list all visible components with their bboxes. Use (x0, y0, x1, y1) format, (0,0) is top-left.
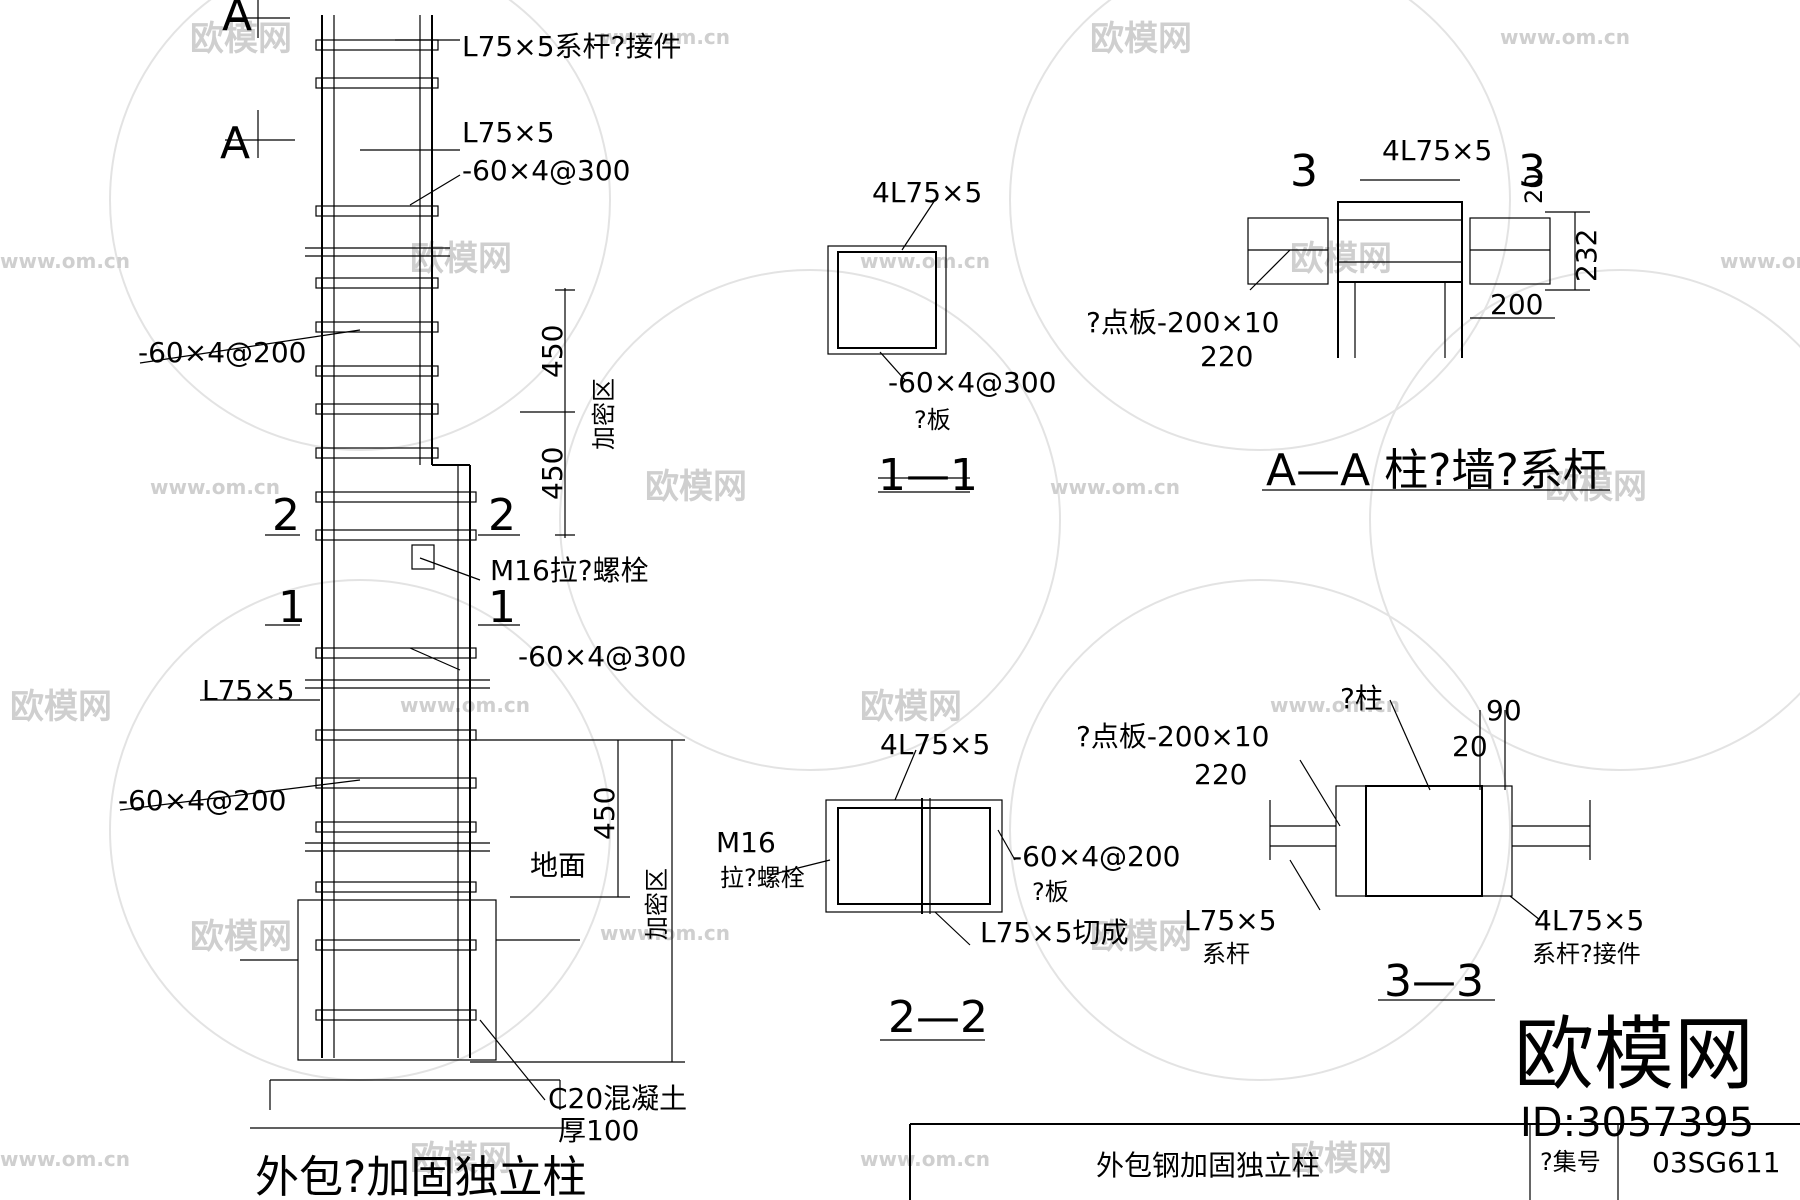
gusset-length: 220 (1200, 340, 1253, 373)
watermark-url: www.om.cn (150, 475, 280, 499)
watermark-url: www.om.cn (1500, 25, 1630, 49)
dimension-450: 450 (536, 325, 569, 378)
watermark-brand: 欧模网 (645, 467, 747, 507)
bolt-name: 拉?螺栓 (720, 864, 805, 892)
concrete-encasement (297, 899, 497, 1061)
angle-name: 系杆?接件 (1532, 940, 1641, 968)
watermark-url: www.om.cn (400, 693, 530, 717)
watermark-url: www.om.cn (1270, 693, 1400, 717)
plate-name: ?板 (1032, 878, 1069, 906)
angle-label: L75×5 (462, 116, 555, 149)
section-title: A—A 柱?墙?系杆 (1266, 445, 1607, 496)
gusset-length: 220 (1194, 758, 1247, 791)
plate-label: -60×4@300 (518, 640, 686, 673)
watermark-url: www.om.cn (1720, 249, 1800, 273)
watermark-brand: 欧模网 (1090, 19, 1192, 59)
watermark-url: www.om.cn (600, 25, 730, 49)
watermark-url: www.om.cn (1050, 475, 1180, 499)
brand-overlay: 欧模网 ID:3057395 (1514, 1008, 1754, 1146)
watermark-brand: 欧模网 (1290, 1139, 1392, 1179)
elevation-labels: A A L75×5系杆?接件 L75×5 -60×4@300 -60×4@200… (118, 0, 687, 1200)
dimension-20: 20 (1520, 173, 1548, 204)
section-mark-a: A (222, 0, 252, 41)
section-mark-3: 3 (1518, 146, 1546, 197)
watermark-brand: 欧模网 (1290, 239, 1392, 279)
section-a-a: 4L75×5 3 3 20 232 200 ?点板-200×10 220 A—A… (1086, 134, 1610, 496)
section-mark-2: 2 (488, 490, 516, 541)
model-id: ID:3057395 (1520, 1100, 1754, 1146)
watermark-brand: 欧模网 (190, 917, 292, 957)
ground-label: 地面 (530, 849, 586, 882)
batten-plates-upper (315, 39, 439, 459)
plate-label: -60×4@200 (138, 336, 306, 369)
watermark-brand: 欧模网 (190, 19, 292, 59)
dimension-90: 90 (1486, 694, 1522, 727)
column-label: ?柱 (1340, 682, 1383, 715)
dense-zone-label: 加密区 (590, 378, 618, 450)
plate-name: ?板 (914, 406, 951, 434)
atlas-label: ?集号 (1540, 1148, 1601, 1176)
atlas-number: 03SG611 (1652, 1146, 1781, 1179)
angle-label: 4L75×5 (880, 728, 990, 761)
title-block: 外包钢加固独立柱 ?集号 03SG611 (909, 1123, 1800, 1200)
section-mark-1: 1 (488, 582, 516, 633)
section-mark-1: 1 (278, 582, 306, 633)
bolt-label: M16 (716, 826, 776, 859)
plate-label: -60×4@200 (118, 784, 286, 817)
dimension-450: 450 (536, 447, 569, 500)
concrete-label: C20混凝土 (548, 1082, 687, 1115)
watermark-brand: 欧模网 (860, 687, 962, 727)
thickness-label: 厚100 (558, 1114, 639, 1147)
angle-label: 4L75×5 (872, 176, 982, 209)
plate-label: -60×4@200 (1012, 840, 1180, 873)
bolt-mark (411, 544, 435, 570)
bracing-label: L75×5系杆?接件 (462, 30, 681, 63)
watermark-brand: 欧模网 (410, 239, 512, 279)
section-3-3: ?柱 90 20 ?点板-200×10 220 L75×5 系杆 4L75×5 … (1076, 682, 1644, 1007)
section-1-1: 4L75×5 -60×4@300 ?板 1—1 (827, 176, 1056, 501)
watermark-url: www.om.cn (860, 1147, 990, 1171)
section-mark-a: A (220, 118, 250, 169)
cut-angle-label: L75×5切成 (980, 916, 1129, 949)
section-title: 2—2 (888, 992, 988, 1043)
gusset-label: ?点板-200×10 (1076, 720, 1270, 753)
watermark-brand: 欧模网 (1090, 917, 1192, 957)
watermark-brand: 欧模网 (10, 687, 112, 727)
angle-label: L75×5 (202, 674, 295, 707)
dimension-200: 200 (1490, 288, 1543, 321)
section-mark-2: 2 (272, 490, 300, 541)
dense-zone-label: 加密区 (643, 868, 671, 940)
watermark-brand: 欧模网 (410, 1139, 512, 1179)
brace-label: L75×5 (1184, 904, 1277, 937)
brand-logo-text: 欧模网 (1514, 1008, 1754, 1101)
gusset-label: ?点板-200×10 (1086, 306, 1280, 339)
section-title: 3—3 (1384, 956, 1484, 1007)
watermark-url: www.om.cn (0, 249, 130, 273)
dimension-450: 450 (588, 787, 621, 840)
watermark-url: www.om.cn (600, 921, 730, 945)
angle-label: 4L75×5 (1534, 904, 1644, 937)
batten-plates-lower (315, 491, 477, 1021)
elevation-title: 外包?加固独立柱 (255, 1152, 586, 1200)
brace-name: 系杆 (1202, 940, 1250, 968)
bolt-label: M16拉?螺栓 (490, 554, 649, 587)
watermark-brand: 欧模网 (1545, 467, 1647, 507)
section-2-2: 4L75×5 M16 拉?螺栓 -60×4@200 ?板 L75×5切成 2—2 (716, 728, 1180, 1043)
plate-label: -60×4@300 (462, 154, 630, 187)
plate-label: -60×4@300 (888, 366, 1056, 399)
column-elevation (119, 0, 685, 1129)
section-mark-3: 3 (1290, 146, 1318, 197)
section-title: 1—1 (878, 450, 978, 501)
dimension-232: 232 (1570, 229, 1603, 282)
drawing-title: 外包钢加固独立柱 (1096, 1149, 1320, 1182)
angle-label: 4L75×5 (1382, 134, 1492, 167)
watermark-url: www.om.cn (0, 1147, 130, 1171)
dimension-20: 20 (1452, 730, 1488, 763)
